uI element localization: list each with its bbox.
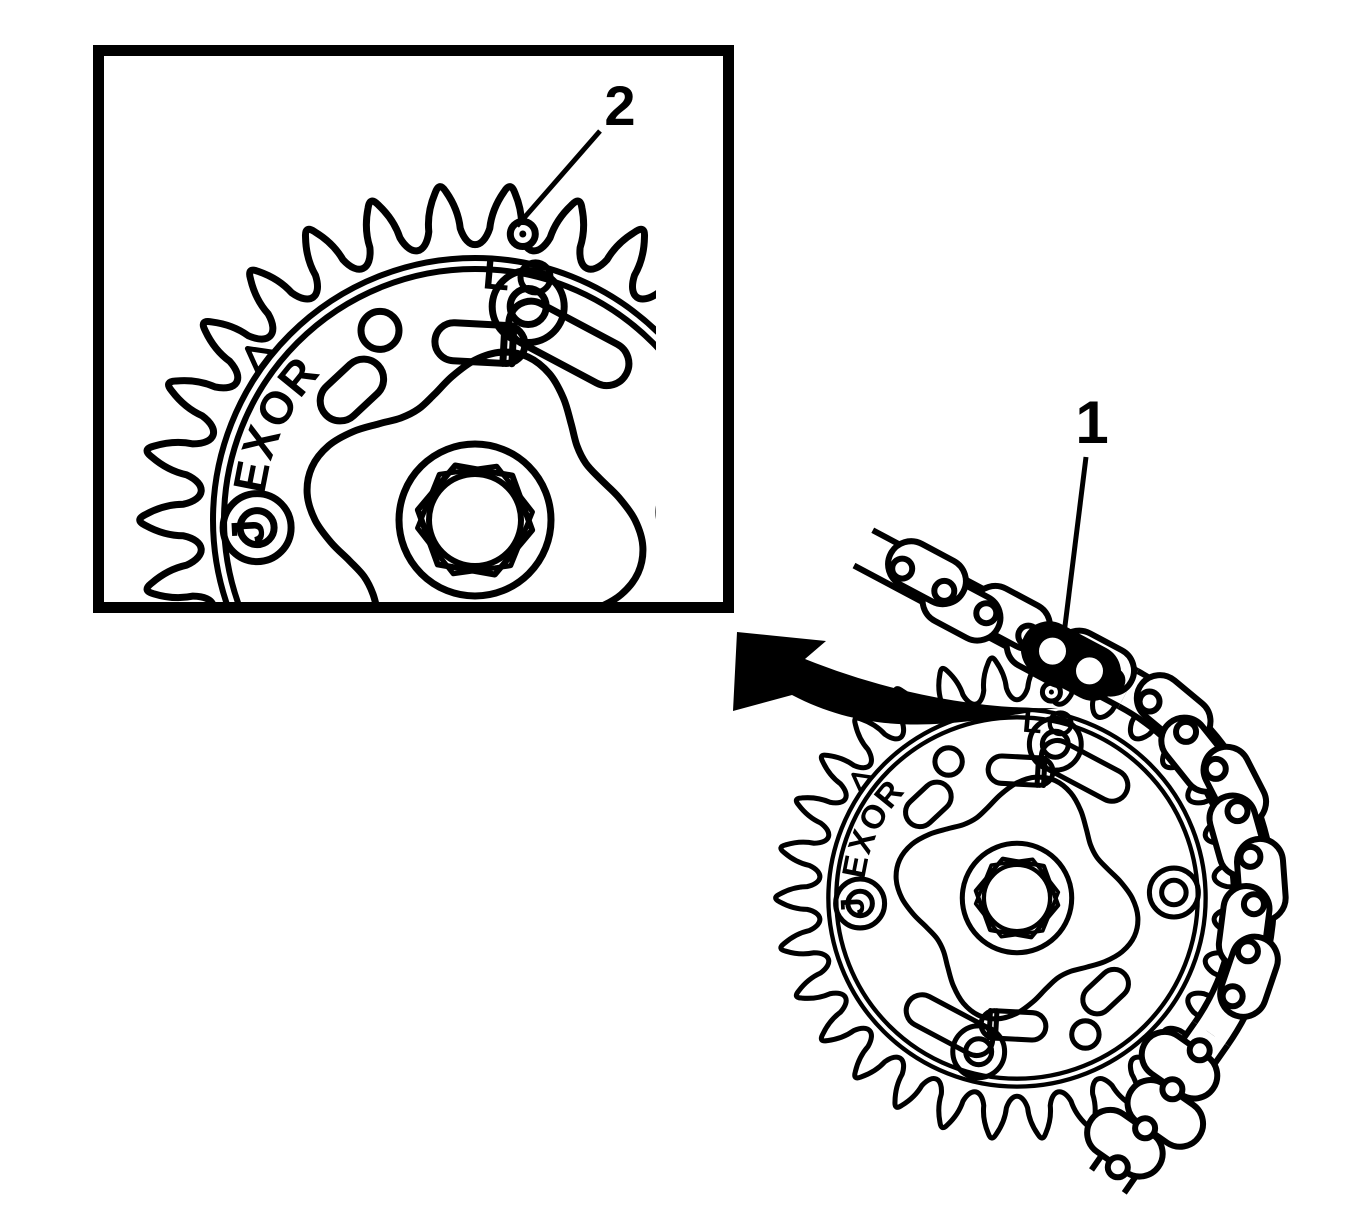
chain-part: [1224, 798, 1251, 825]
chain-part: [889, 555, 916, 582]
callout-2-label: 2: [604, 74, 635, 137]
callout-1-label: 1: [1075, 389, 1108, 456]
chain-part: [1237, 843, 1264, 870]
chain-part: [1234, 938, 1261, 965]
callout-1-leader: [1061, 456, 1089, 635]
chain-part: [1104, 1154, 1131, 1181]
chain-part: [1159, 1076, 1186, 1103]
timing-chain: [852, 527, 1289, 1195]
chain-part: [1132, 1115, 1159, 1142]
callout-2-leader: [515, 129, 602, 228]
chain-part: [1136, 688, 1163, 715]
marked-chain-link: [1020, 621, 1122, 701]
zoom-arrow: [733, 632, 1058, 725]
chain-part: [931, 577, 958, 604]
chain-part: [1173, 718, 1200, 745]
chain-part: [1219, 983, 1246, 1010]
chain-part: [1202, 755, 1229, 782]
chain-part: [1240, 891, 1267, 918]
chain-part: [1186, 1037, 1213, 1064]
inset-border: [93, 45, 734, 613]
chain-part: [973, 600, 1000, 627]
inset-box: 2: [93, 45, 734, 613]
